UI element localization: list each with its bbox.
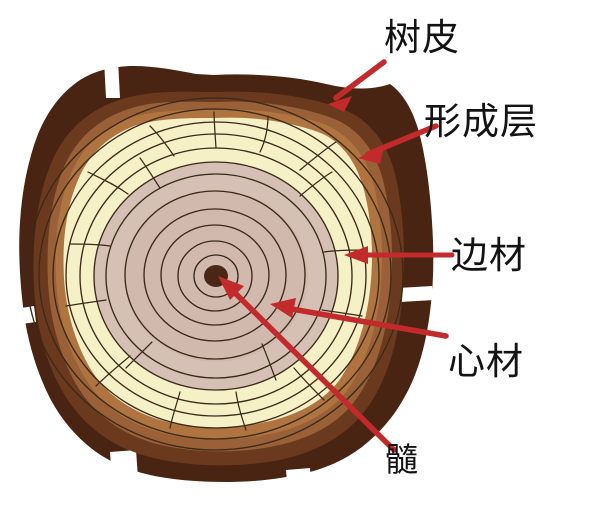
annotation-arrows bbox=[218, 59, 455, 453]
growth-ring-10 bbox=[52, 121, 380, 429]
ray-10 bbox=[235, 391, 247, 431]
ray-15 bbox=[261, 343, 277, 381]
growth-ring-9 bbox=[65, 133, 367, 417]
ray-6 bbox=[69, 243, 111, 247]
arrow-cambium bbox=[358, 123, 439, 164]
bark-notch-bottom-left bbox=[110, 450, 138, 480]
growth-ring-6 bbox=[105, 173, 327, 379]
ray-14 bbox=[299, 171, 333, 197]
bark-notch-bottom-right bbox=[286, 468, 312, 494]
ray-12 bbox=[321, 309, 363, 317]
bark-notch-left bbox=[8, 306, 36, 326]
arrow-sapwood bbox=[344, 246, 455, 264]
label-heartwood: 心材 bbox=[448, 340, 524, 383]
growth-ring-11 bbox=[38, 108, 392, 440]
bark-notch-right bbox=[398, 286, 434, 302]
ray-17 bbox=[139, 157, 161, 189]
ray-5 bbox=[87, 171, 129, 195]
growth-ring-12 bbox=[26, 97, 404, 451]
ray-8 bbox=[95, 355, 131, 387]
ray-1 bbox=[259, 115, 269, 153]
label-cambium: 形成层 bbox=[424, 100, 538, 143]
label-pith: 髓 bbox=[385, 440, 419, 479]
arrow-heartwood bbox=[270, 298, 449, 339]
growth-ring-7 bbox=[93, 161, 339, 391]
ray-3 bbox=[299, 141, 337, 171]
bark-notch-top-right bbox=[270, 56, 292, 76]
ray-2 bbox=[213, 111, 217, 149]
ray-9 bbox=[169, 391, 181, 429]
ray-4 bbox=[149, 125, 175, 157]
bark-notch-top-left bbox=[104, 60, 120, 98]
growth-rings-group bbox=[26, 97, 404, 451]
ray-16 bbox=[125, 341, 153, 369]
ray-7 bbox=[65, 299, 107, 307]
arrow-pith bbox=[218, 276, 397, 453]
ray-11 bbox=[293, 367, 325, 401]
label-sapwood: 边材 bbox=[451, 234, 527, 277]
growth-ring-5 bbox=[124, 190, 306, 360]
growth-ring-1 bbox=[193, 254, 239, 298]
growth-ring-4 bbox=[143, 208, 287, 342]
growth-ring-2 bbox=[177, 240, 253, 312]
arrow-bark bbox=[328, 59, 387, 112]
label-bark: 树皮 bbox=[384, 16, 460, 59]
growth-ring-3 bbox=[160, 224, 270, 326]
